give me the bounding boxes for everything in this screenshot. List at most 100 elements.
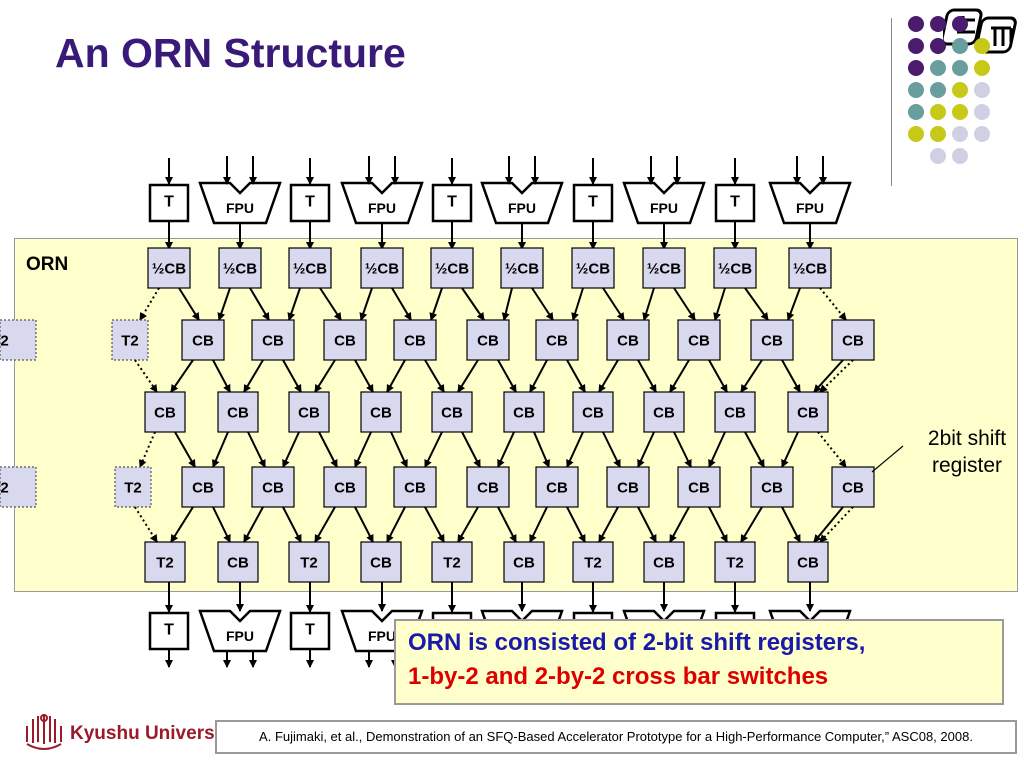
crossbar-arrow [391,287,412,321]
cb-block [606,319,650,361]
cb-block-label: CB [262,480,284,497]
crossbar-arrow [740,359,763,393]
cb-block [251,319,295,361]
cb-block [503,541,545,583]
crossbar-arrow [318,431,338,468]
crossbar-arrow [170,359,194,393]
decorative-dot [952,148,968,164]
cb-block-label: CB [546,333,568,350]
top-fpu-block-label: FPU [368,200,396,216]
crossbar-arrow [744,287,769,321]
crossbar-arrow [533,431,550,468]
half-cb-block-label: ½CB [293,261,327,278]
cb-block-label: CB [724,405,746,422]
crossbar-arrow [813,359,844,393]
crossbar-arrow [669,359,690,393]
university-name: Kyushu University [70,723,216,744]
crossbar-arrow [424,506,445,543]
cb-block [393,466,437,508]
cb-block-label: CB [797,405,819,422]
cb-block-label: CB [582,405,604,422]
crossbar-arrow [457,506,479,543]
cb-block-label: CB [513,405,535,422]
cb-block [393,319,437,361]
crossbar-arrow [708,359,728,393]
crossbar-arrow [529,506,548,543]
cb-block [750,466,794,508]
bottom-t-block-label: T [164,622,174,639]
crossbar-arrow [287,287,301,321]
cb-block-label: CB [842,333,864,350]
university-seal-icon [26,714,62,750]
crossbar-arrow [134,506,158,543]
t2-shift-register [114,466,152,508]
crossbar-arrow [139,431,156,468]
t2-register-block-label: T2 [443,555,461,572]
decorative-dot [930,38,946,54]
crossbar-arrow [819,359,854,393]
cb-block [535,319,579,361]
decorative-dot [908,82,924,98]
cb-block-label: CB [441,405,463,422]
crossbar-arrow [174,431,196,468]
half-cb-block-label: ½CB [505,261,539,278]
t2-register-block-label: T2 [726,555,744,572]
cb-block-label: CB [334,480,356,497]
cb-block [606,466,650,508]
cb-block [217,541,259,583]
cb-block [251,466,295,508]
cb-block [643,541,685,583]
decorative-dot [974,104,990,120]
cb-block [787,541,829,583]
crossbar-arrow [819,506,854,543]
top-fpu-block-label: FPU [226,200,254,216]
half-cb-block [500,247,544,289]
crossbar-arrow [497,506,517,543]
crossbar-arrow [319,287,342,321]
cb-block [750,319,794,361]
crossbar-arrow [212,431,229,468]
page-title: An ORN Structure [55,30,406,76]
crossbar-arrow [314,359,336,393]
top-fpu-block-label: FPU [508,200,536,216]
decorative-dot [908,38,924,54]
half-cb-block-label: ½CB [365,261,399,278]
cb-block-label: CB [227,555,249,572]
cb-block-label: CB [513,555,535,572]
decorative-dot [952,38,968,54]
t2-shift-register-label: T2 [0,480,9,497]
crossbar-arrow [243,359,264,393]
crossbar-arrow [212,506,231,543]
crossbar-arrow [642,287,655,321]
decorative-dot [952,126,968,142]
decorative-dot [952,104,968,120]
crossbar-arrow [529,359,548,393]
crossbar-arrow [673,431,692,468]
top-fpu-block [198,181,282,225]
cb-block-label: CB [653,555,675,572]
crossbar-arrow [740,506,763,543]
cb-block [181,466,225,508]
half-cb-block [713,247,757,289]
crossbar-arrow [282,359,302,393]
decorative-dot-grid [908,16,990,164]
top-t-block [289,183,331,223]
top-t-block [431,183,473,223]
half-cb-block [788,247,832,289]
top-fpu-block-label: FPU [796,200,824,216]
cb-block [677,319,721,361]
decorative-dot [930,148,946,164]
half-cb-block [288,247,332,289]
crossbar-arrow [566,431,584,468]
bottom-fpu-block-label: FPU [226,628,254,644]
cb-block-label: CB [370,555,392,572]
cb-block [831,319,875,361]
crossbar-arrow [424,359,445,393]
crossbar-arrow [637,359,657,393]
half-cb-block [571,247,615,289]
cb-block-label: CB [688,333,710,350]
top-fpu-block [622,181,706,225]
callout-line1: ORN is consisted of 2-bit shift register… [408,629,866,656]
crossbar-arrow [566,506,586,543]
